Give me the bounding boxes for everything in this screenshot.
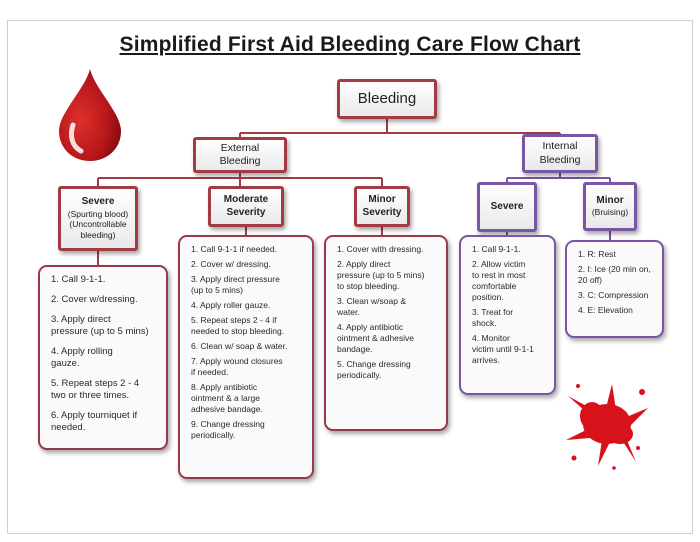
external-bleeding-box: External Bleeding	[193, 137, 287, 173]
external-severe-box: Severe (Spurting blood) (Uncontrollable …	[58, 186, 138, 251]
list-item: 6. Apply tourniquet if needed.	[51, 410, 138, 433]
list-item: 9. Change dressing periodically.	[191, 419, 265, 440]
list-item: 4. Apply rolling gauze.	[51, 346, 113, 369]
internal-severe-label: Severe	[490, 200, 524, 212]
internal-bleeding-box: Internal Bleeding	[522, 134, 598, 173]
list-item: 4. Apply antibiotic ointment & adhesive …	[337, 322, 415, 354]
list-item: 3. Treat for shock.	[472, 307, 514, 328]
bleeding-root-box: Bleeding	[337, 79, 437, 119]
list-item: 3. C: Compression	[578, 290, 649, 300]
list-item: 1. Call 9-1-1.	[472, 244, 521, 254]
internal-minor-steps: 1. R: Rest 2. I: Ice (20 min on, 20 off)…	[565, 240, 664, 338]
external-severe-sub: (Spurting blood) (Uncontrollable bleedin…	[67, 208, 129, 241]
external-moderate-box: Moderate Severity	[208, 186, 284, 227]
external-severe-label: Severe	[81, 196, 115, 208]
list-item: 2. Allow victim to rest in most comforta…	[472, 259, 526, 302]
external-moderate-steps: 1. Call 9-1-1 if needed. 2. Cover w/ dre…	[178, 235, 314, 479]
external-minor-label: Minor Severity	[362, 194, 402, 218]
list-item: 4. E: Elevation	[578, 305, 633, 315]
internal-minor-label: Minor	[596, 194, 624, 206]
list-item: 1. R: Rest	[578, 249, 616, 259]
internal-severe-box: Severe	[477, 182, 537, 232]
internal-minor-sub: (Bruising)	[591, 207, 629, 218]
external-moderate-label: Moderate Severity	[223, 194, 269, 218]
bleeding-root-label: Bleeding	[357, 89, 417, 107]
external-bleeding-label: External Bleeding	[219, 141, 261, 167]
list-item: 2. I: Ice (20 min on, 20 off)	[578, 264, 651, 285]
list-item: 2. Cover w/ dressing.	[191, 259, 271, 269]
list-item: 8. Apply antibiotic ointment & a large a…	[191, 382, 263, 414]
list-item: 4. Monitor victim until 9-1-1 arrives.	[472, 333, 534, 365]
internal-severe-steps: 1. Call 9-1-1. 2. Allow victim to rest i…	[459, 235, 556, 395]
external-minor-steps: 1. Cover with dressing. 2. Apply direct …	[324, 235, 448, 431]
chart-title: Simplified First Aid Bleeding Care Flow …	[119, 33, 581, 56]
blood-drop-icon	[59, 69, 121, 161]
list-item: 5. Change dressing periodically.	[337, 359, 411, 380]
blood-splatter-icon	[566, 384, 648, 470]
internal-bleeding-label: Internal Bleeding	[539, 140, 581, 166]
list-item: 1. Call 9-1-1.	[51, 274, 106, 285]
list-item: 3. Apply direct pressure (up to 5 mins)	[191, 274, 280, 295]
internal-minor-box: Minor (Bruising)	[583, 182, 637, 231]
list-item: 5. Repeat steps 2 - 4 two or three times…	[51, 378, 140, 401]
chart-frame	[7, 20, 693, 534]
list-item: 5. Repeat steps 2 - 4 if needed to stop …	[191, 315, 285, 336]
list-item: 3. Clean w/soap & water.	[337, 296, 406, 317]
list-item: 1. Cover with dressing.	[337, 244, 424, 254]
list-item: 7. Apply wound closures if needed.	[191, 356, 283, 377]
list-item: 2. Apply direct pressure (up to 5 mins) …	[337, 259, 425, 291]
external-severe-steps: 1. Call 9-1-1. 2. Cover w/dressing. 3. A…	[38, 265, 168, 450]
list-item: 3. Apply direct pressure (up to 5 mins)	[51, 314, 149, 337]
list-item: 2. Cover w/dressing.	[51, 294, 138, 305]
list-item: 6. Clean w/ soap & water.	[191, 341, 288, 351]
external-minor-box: Minor Severity	[354, 186, 410, 227]
list-item: 1. Call 9-1-1 if needed.	[191, 244, 277, 254]
list-item: 4. Apply roller gauze.	[191, 300, 271, 310]
